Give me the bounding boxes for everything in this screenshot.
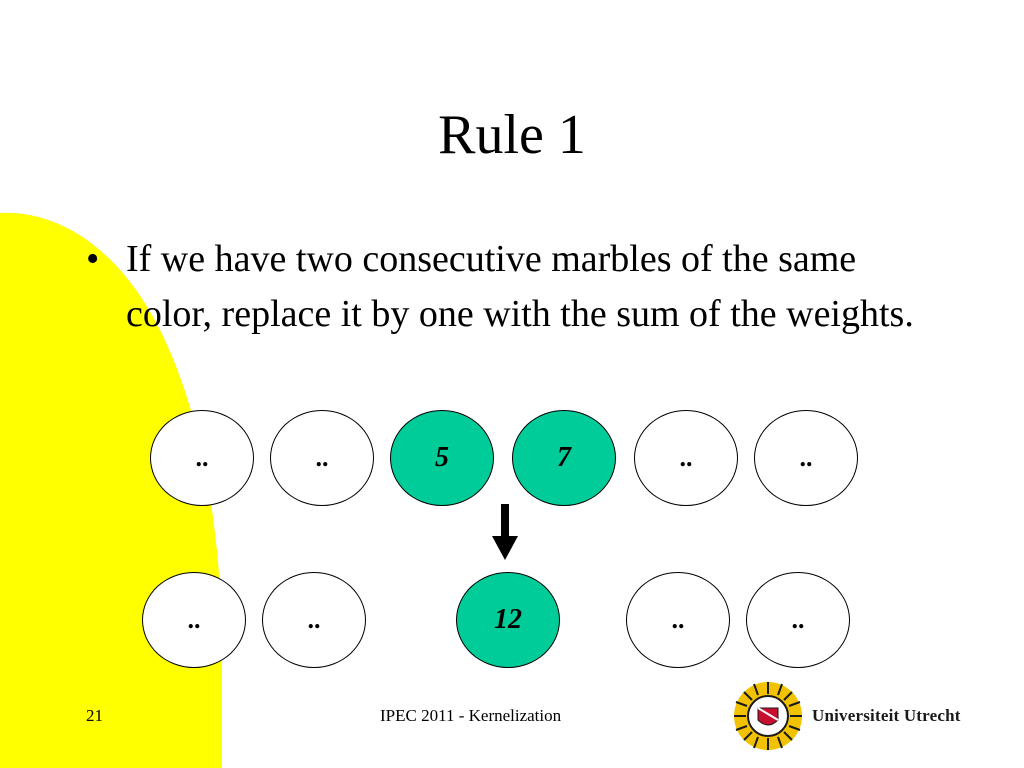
marble-label: 5 [435, 442, 449, 473]
marble-label: .. [187, 605, 201, 634]
marble-top-5: .. [634, 410, 738, 506]
bullet-item: • If we have two consecutive marbles of … [86, 232, 916, 342]
marble-bottom-5: .. [746, 572, 850, 668]
marble-label: .. [679, 443, 693, 472]
marble-label: .. [791, 605, 805, 634]
marble-top-3: 5 [390, 410, 494, 506]
university-name: Universiteit Utrecht [812, 706, 961, 725]
marble-bottom-1: .. [142, 572, 246, 668]
marble-top-6: .. [754, 410, 858, 506]
marble-label: 12 [494, 604, 522, 635]
marble-top-4: 7 [512, 410, 616, 506]
marble-top-2: .. [270, 410, 374, 506]
marble-bottom-3: 12 [456, 572, 560, 668]
marble-top-1: .. [150, 410, 254, 506]
footer-caption: IPEC 2011 - Kernelization [380, 706, 562, 725]
marble-label: .. [307, 605, 321, 634]
down-arrow-icon [492, 504, 518, 560]
marble-label: .. [195, 443, 209, 472]
marble-label: .. [671, 605, 685, 634]
university-seal-icon [734, 682, 802, 750]
marble-label: 7 [557, 442, 571, 473]
marble-bottom-4: .. [626, 572, 730, 668]
bullet-list: • If we have two consecutive marbles of … [86, 232, 916, 342]
marble-bottom-2: .. [262, 572, 366, 668]
marble-label: .. [315, 443, 329, 472]
slide-title: Rule 1 [438, 104, 586, 166]
bullet-text: If we have two consecutive marbles of th… [126, 238, 914, 335]
slide-number: 21 [86, 706, 103, 725]
bullet-dot-icon: • [86, 238, 100, 280]
marble-label: .. [799, 443, 813, 472]
